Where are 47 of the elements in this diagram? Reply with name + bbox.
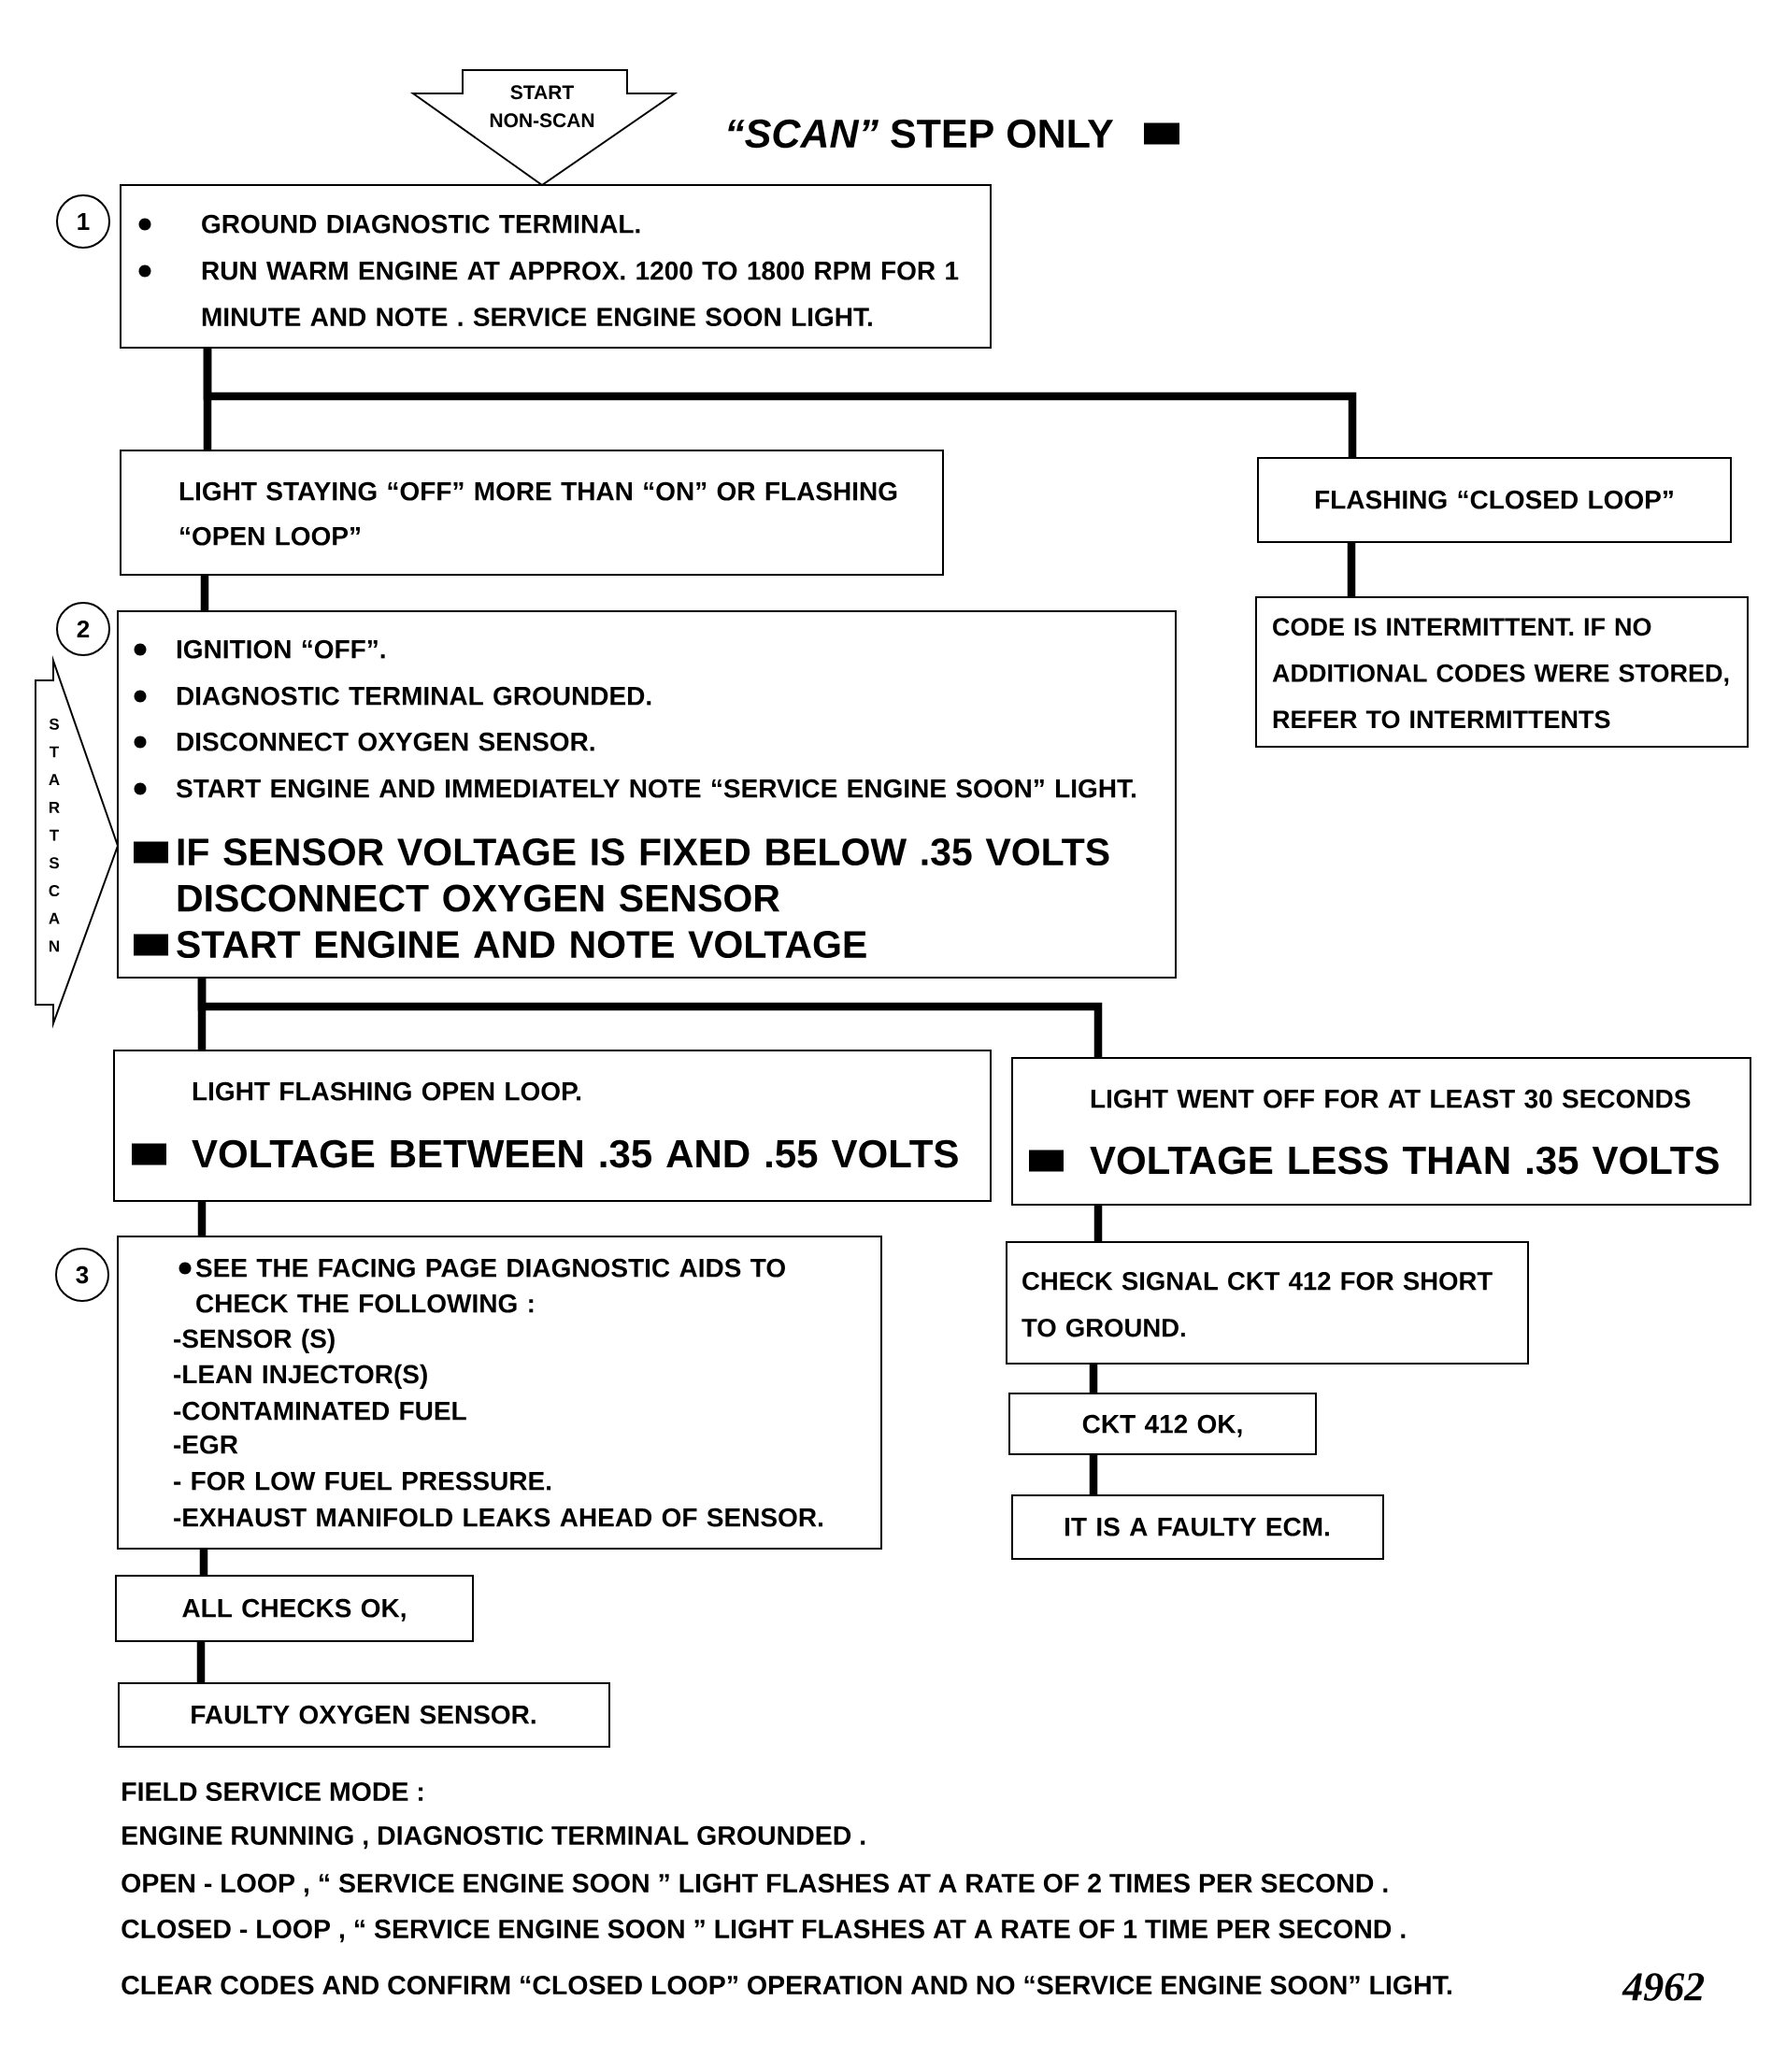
note-heading: FIELD SERVICE MODE : <box>122 1781 423 1802</box>
node-label: - FOR LOW FUEL PRESSURE. <box>174 1471 551 1491</box>
connector-line <box>1089 1364 1098 1393</box>
node-label: IGNITION “OFF”. <box>177 639 385 659</box>
process-box: LIGHT STAYING “OFF” MORE THAN “ON” OR FLASHING “OPEN LOOP” <box>120 450 944 576</box>
connector-line <box>200 575 209 611</box>
process-box: IGNITION “OFF”. DIAGNOSTIC TERMINAL GROUNDED. DISCONNECT OXYGEN SENSOR. START ENGINE AND IMMEDIATELY NOTE “SERVICE ENGINE SOON” LIGHT. IF SENSOR VOLTAGE IS FIXED BELOW .35 VOLTS DISCONNECT OXYGEN SENSOR START ENGINE AND NOTE VOLTAGE <box>117 610 1177 979</box>
node-label: -SENSOR (S) <box>174 1328 335 1353</box>
edge-label: START SCAN <box>49 718 60 952</box>
process-box: IT IS A FAULTY ECM. <box>1011 1494 1384 1560</box>
connector-line <box>1347 542 1356 597</box>
note-text: OPEN - LOOP , “ SERVICE ENGINE SOON ” LIGHT FLASHES AT A RATE OF 2 TIMES PER SECOND . <box>121 1873 1388 1897</box>
start-arrow <box>35 655 120 1029</box>
node-label: -EXHAUST MANIFOLD LEAKS AHEAD OF SENSOR. <box>174 1508 822 1527</box>
process-box: LIGHT WENT OFF FOR AT LEAST 30 SECONDS VOLTAGE LESS THAN .35 VOLTS <box>1011 1057 1751 1206</box>
node-label: DISCONNECT OXYGEN SENSOR. <box>177 732 594 751</box>
process-box: CHECK SIGNAL CKT 412 FOR SHORT TO GROUND. <box>1006 1241 1529 1365</box>
process-box: FAULTY OXYGEN SENSOR. <box>118 1682 610 1748</box>
note-text: ENGINE RUNNING , DIAGNOSTIC TERMINAL GROUNDED . <box>122 1825 865 1850</box>
node-label: START ENGINE AND IMMEDIATELY NOTE “SERVICE ENGINE SOON” LIGHT. <box>176 779 1136 798</box>
connector-line <box>199 1549 208 1576</box>
node-label: -EGR <box>174 1435 238 1454</box>
node-label: SEE THE FACING PAGE DIAGNOSTIC AIDS TO CHECK THE FOLLOWING : <box>195 1258 785 1313</box>
node-label: DIAGNOSTIC TERMINAL GROUNDED. <box>177 686 651 706</box>
node-label: IF SENSOR VOLTAGE IS FIXED BELOW .35 VOLTS DISCONNECT OXYGEN SENSOR <box>178 838 1109 912</box>
process-box: LIGHT FLASHING OPEN LOOP. VOLTAGE BETWEEN .35 AND .55 VOLTS <box>113 1050 992 1202</box>
connector-line <box>196 1641 206 1683</box>
node-label: START ENGINE AND NOTE VOLTAGE <box>177 931 866 959</box>
process-box: ALL CHECKS OK, <box>115 1575 474 1642</box>
connector-line <box>203 348 1357 458</box>
node-label: -CONTAMINATED FUEL <box>174 1401 466 1421</box>
connector-line <box>1089 1454 1098 1495</box>
legend-label: “SCAN” STEP ONLY <box>728 119 1114 149</box>
note-text: CLEAR CODES AND CONFIRM “CLOSED LOOP” OPERATION AND NO “SERVICE ENGINE SOON” LIGHT. <box>121 1975 1451 1995</box>
node-label: -LEAN INJECTOR(S) <box>174 1364 427 1389</box>
start-arrow <box>409 69 679 187</box>
figure-number: 4962 <box>1622 1973 1705 2001</box>
edge-label: START NON-SCAN <box>490 85 594 128</box>
process-box: GROUND DIAGNOSTIC TERMINAL. RUN WARM ENGINE AT APPROX. 1200 TO 1800 RPM FOR 1 MINUTE AND NOTE . SERVICE ENGINE SOON LIGHT. <box>120 184 992 349</box>
connector-line <box>197 978 1103 1058</box>
process-box: FLASHING “CLOSED LOOP” <box>1257 457 1732 543</box>
process-box: CKT 412 OK, <box>1008 1393 1317 1455</box>
note-text: CLOSED - LOOP , “ SERVICE ENGINE SOON ” LIGHT FLASHES AT A RATE OF 1 TIME PER SECOND . <box>121 1919 1406 1943</box>
process-box: CODE IS INTERMITTENT. IF NO ADDITIONAL CODES WERE STORED, REFER TO INTERMITTENTS <box>1255 596 1749 748</box>
process-box: SEE THE FACING PAGE DIAGNOSTIC AIDS TO CHECK THE FOLLOWING : -SENSOR (S) -LEAN INJECTOR(S) -CONTAMINATED FUEL -EGR - FOR LOW FUEL PRESSURE. -EXHAUST MANIFOLD LEAKS AHEAD OF SENSOR. <box>117 1236 882 1550</box>
connector-line <box>1093 1205 1103 1242</box>
connector-line <box>197 1201 207 1236</box>
